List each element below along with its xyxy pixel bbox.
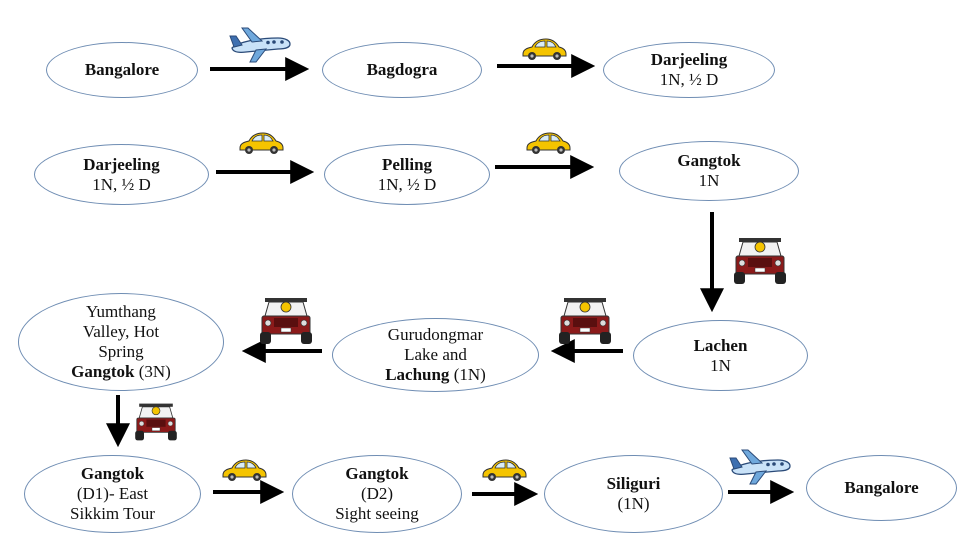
node-suffix: (3N)	[134, 362, 171, 381]
node-gurudongmar: Gurudongmar Lake and Lachung (1N)	[332, 318, 539, 392]
node-title: Darjeeling	[650, 50, 728, 69]
node-subtitle: 1N	[698, 171, 720, 190]
node-subtitle: 1N, ½ D	[659, 70, 719, 89]
node-title: Bangalore	[84, 60, 160, 79]
node-title: Bangalore	[844, 478, 919, 497]
node-title: Lachen	[693, 335, 748, 355]
node-gangtok-1: Gangtok 1N	[619, 141, 799, 201]
jeep-icon	[559, 298, 611, 344]
node-bold: Gangtok	[71, 362, 135, 381]
node-subtitle: 1N	[710, 355, 731, 375]
car-icon	[526, 132, 571, 154]
car-icon	[482, 459, 527, 481]
node-bangalore-start: Bangalore	[46, 42, 198, 98]
node-gangtok-d2: Gangtok (D2) Sight seeing	[292, 455, 462, 533]
node-pelling: Pelling 1N, ½ D	[324, 144, 490, 205]
node-line3: Sight seeing	[335, 504, 419, 523]
node-darjeeling-1: Darjeeling 1N, ½ D	[603, 42, 775, 98]
node-title: Gangtok	[345, 464, 409, 483]
plane-icon	[229, 27, 291, 63]
jeep-icon	[260, 298, 312, 344]
node-line2: (D1)- East	[76, 484, 149, 503]
jeep-icon	[734, 238, 786, 284]
node-bagdogra: Bagdogra	[322, 42, 482, 98]
plane-icon	[729, 449, 791, 485]
node-title: Darjeeling	[83, 154, 160, 174]
node-yumthang: Yumthang Valley, Hot Spring Gangtok (3N)	[18, 293, 224, 391]
node-line2: Valley, Hot	[82, 322, 160, 341]
node-subtitle: 1N, ½ D	[377, 174, 437, 194]
node-line3: Sikkim Tour	[70, 504, 155, 523]
node-line1: Gurudongmar	[387, 325, 484, 344]
node-title: Gangtok	[677, 151, 741, 170]
node-title: Siliguri	[606, 474, 661, 493]
node-siliguri: Siliguri (1N)	[544, 455, 723, 533]
node-line2: (D2)	[360, 484, 394, 503]
node-lachen: Lachen 1N	[633, 320, 808, 391]
node-line1: Yumthang	[86, 302, 156, 321]
node-line3: Spring	[98, 342, 144, 361]
jeep-icon	[135, 403, 177, 441]
node-subtitle: (1N)	[617, 494, 650, 513]
node-gangtok-d1: Gangtok (D1)- East Sikkim Tour	[24, 455, 201, 533]
node-bangalore-end: Bangalore	[806, 455, 957, 521]
node-bold: Lachung	[385, 365, 450, 384]
node-subtitle: 1N, ½ D	[92, 174, 151, 194]
node-title: Bagdogra	[366, 60, 438, 79]
node-suffix: (1N)	[449, 365, 486, 384]
node-darjeeling-2: Darjeeling 1N, ½ D	[34, 144, 209, 205]
car-icon	[522, 38, 567, 60]
car-icon	[239, 132, 284, 154]
node-line2: Lake and	[404, 345, 467, 364]
car-icon	[222, 459, 267, 481]
node-title: Pelling	[381, 154, 433, 174]
node-title: Gangtok	[80, 464, 145, 483]
